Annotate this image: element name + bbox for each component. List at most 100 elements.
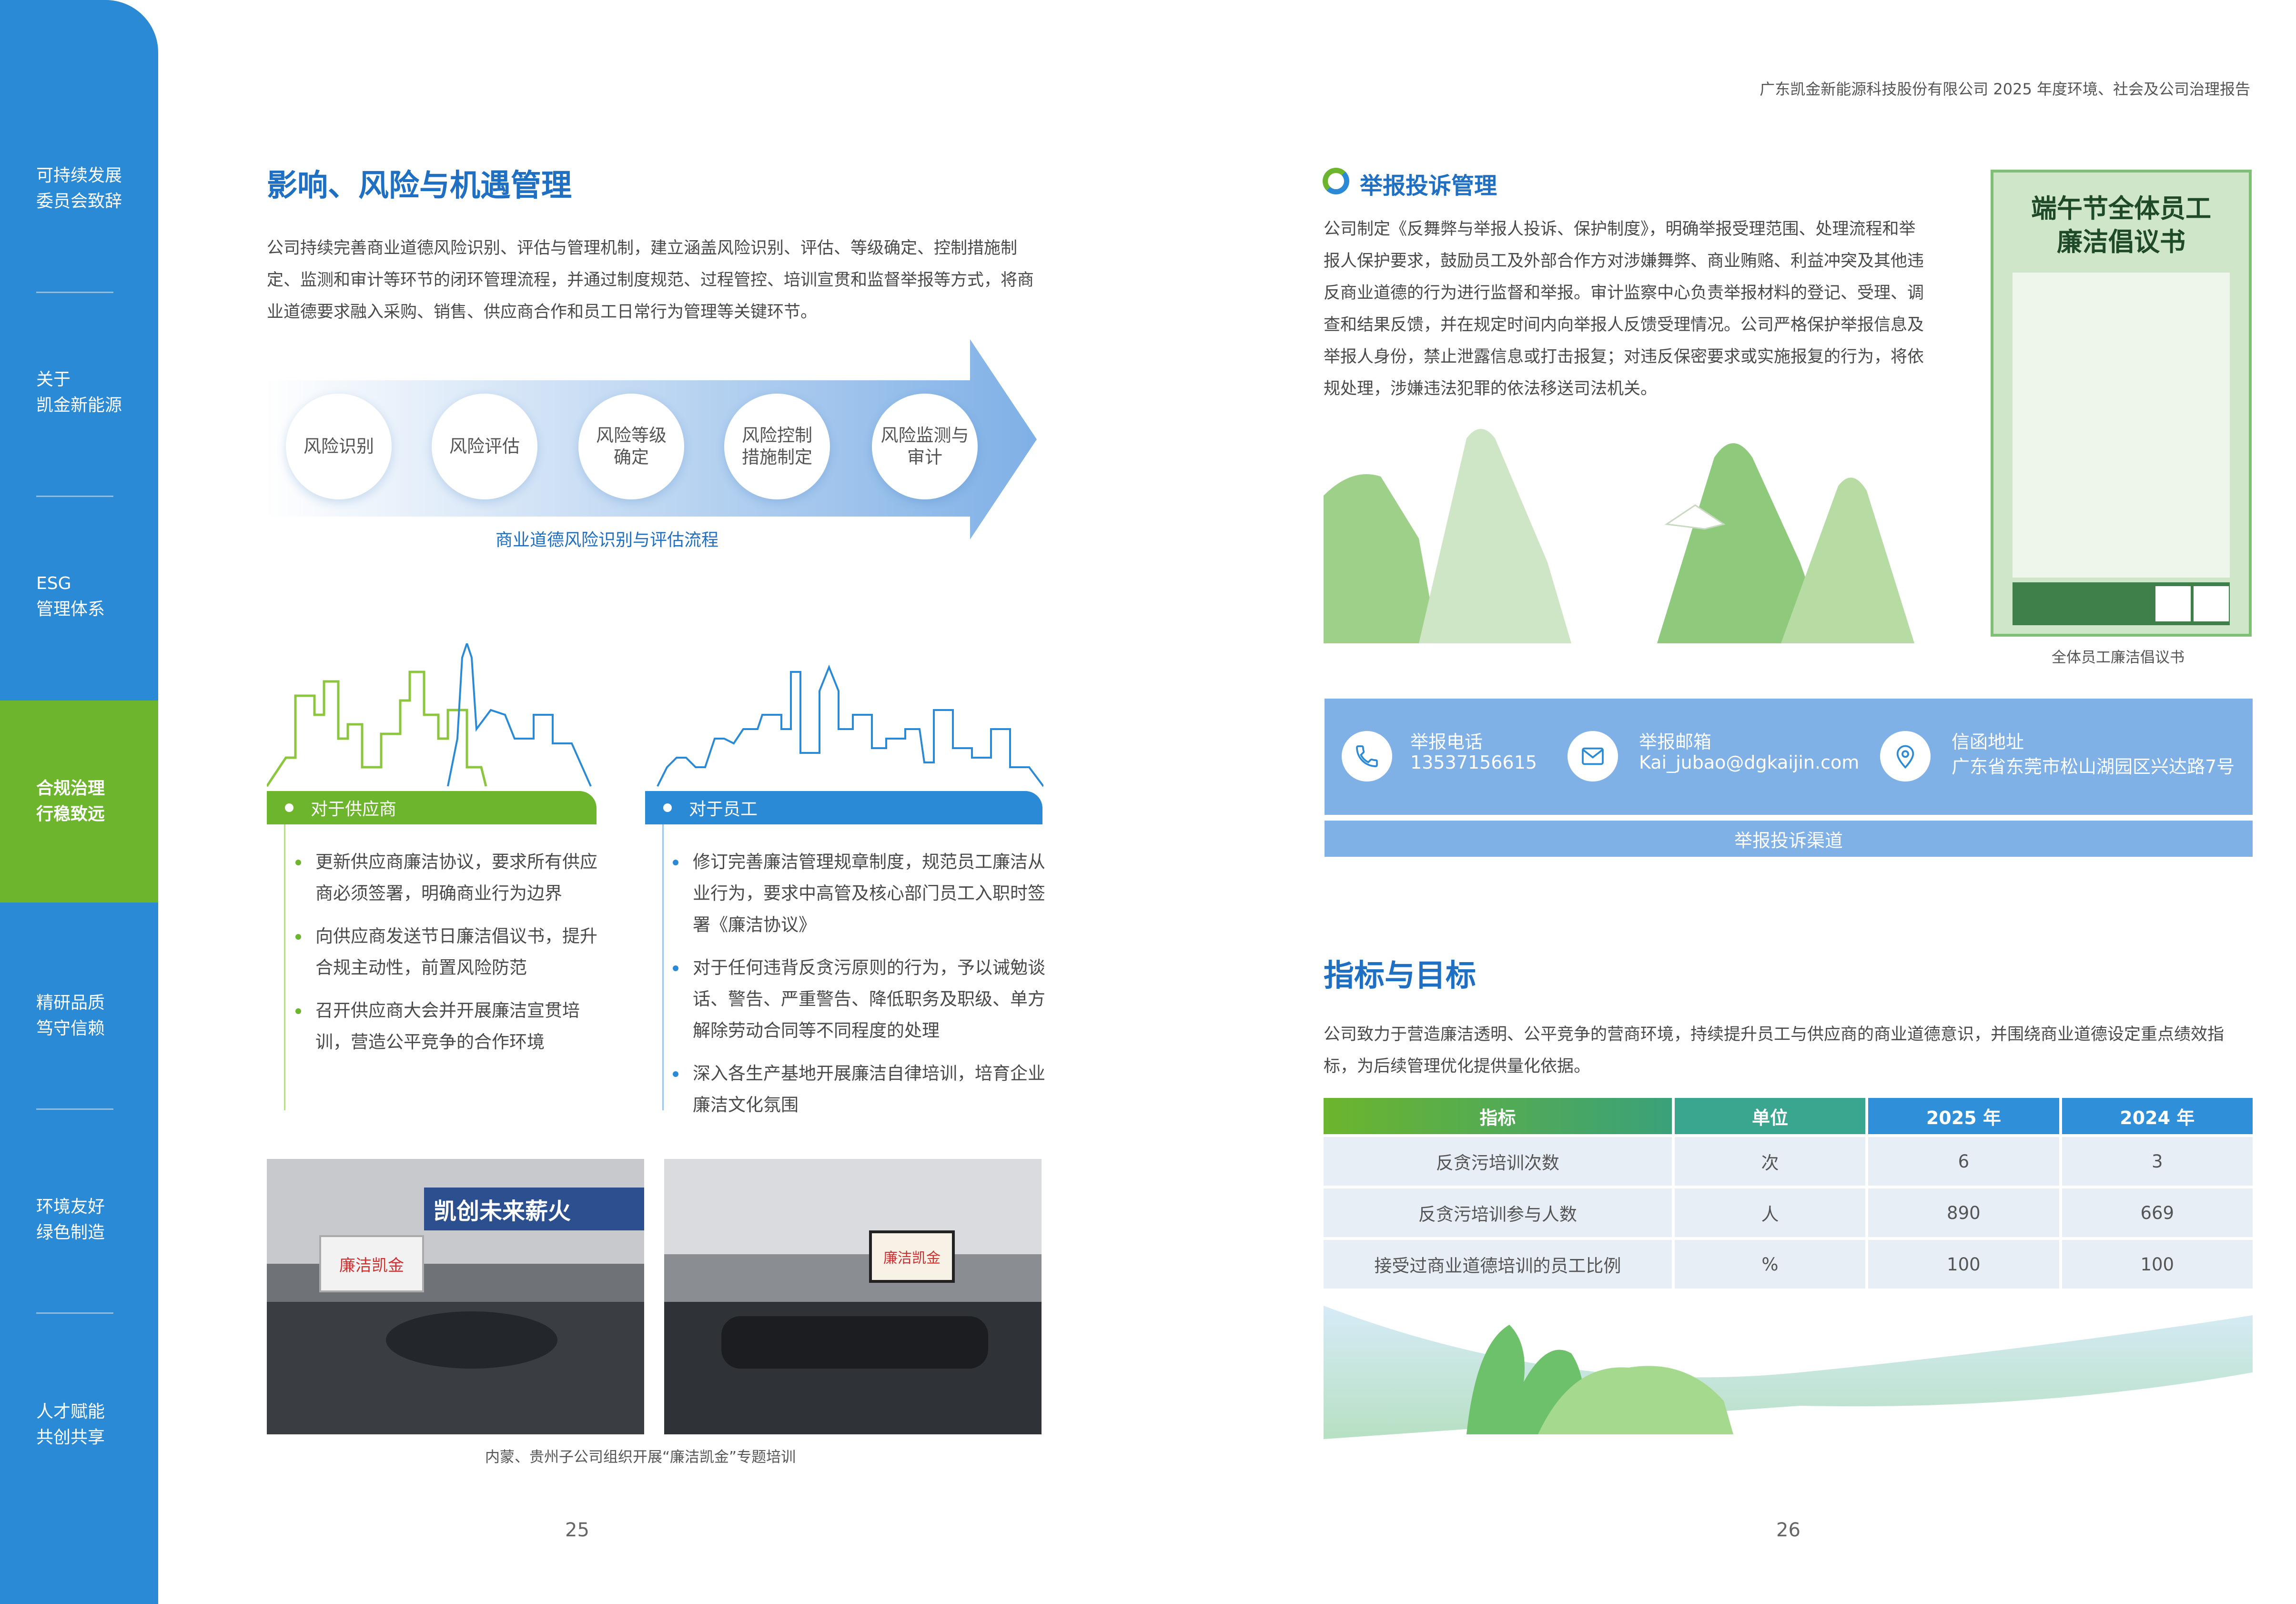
bullet-dot — [285, 803, 293, 812]
photo-screen: 廉洁凯金 — [869, 1230, 955, 1283]
photo-screen: 廉洁凯金 — [319, 1235, 424, 1292]
supplier-item: 更新供应商廉洁协议，要求所有供应商必须签署，明确商业行为边界 — [295, 846, 610, 909]
tab-label: 对于员工 — [689, 800, 758, 819]
sidebar-item-label: 关于 — [36, 370, 71, 389]
table-cell: % — [1674, 1240, 1866, 1289]
city-skyline-illustration — [267, 643, 1043, 787]
sidebar-item-label: 人才赋能 — [36, 1402, 105, 1421]
intro-paragraph: 公司持续完善商业道德风险识别、评估与管理机制，建立涵盖风险识别、评估、等级确定、… — [267, 239, 1034, 322]
supplier-item: 召开供应商大会并开展廉洁宣贯培训，营造公平竞争的合作环境 — [295, 995, 610, 1058]
sidebar-item-label: 行稳致远 — [36, 804, 105, 824]
table-cell: 3 — [2062, 1137, 2253, 1186]
employee-item: 对于任何违背反贪污原则的行为，予以诫勉谈话、警告、严重警告、降低职务及职级、单方… — [673, 952, 1049, 1046]
sidebar-divider — [36, 1312, 113, 1314]
process-step-risk-level: 风险等级确定 — [578, 394, 684, 499]
column-header: 2025 年 — [1868, 1098, 2059, 1134]
column-header: 2024 年 — [2062, 1098, 2253, 1134]
table-header-row: 指标 单位 2025 年 2024 年 — [1324, 1098, 2253, 1134]
sidebar-item-label: 环境友好 — [36, 1197, 105, 1217]
metrics-intro: 公司致力于营造廉洁透明、公平竞争的营商环境，持续提升员工与供应商的商业道德意识，… — [1324, 1025, 2225, 1076]
column-header: 指标 — [1324, 1098, 1672, 1134]
table-cell: 反贪污培训参与人数 — [1324, 1188, 1672, 1237]
supplier-item: 向供应商发送节日廉洁倡议书，提升合规主动性，前置风险防范 — [295, 921, 610, 984]
photo-banner: 凯创未来薪火 — [424, 1188, 644, 1230]
contact-value-address: 广东省东莞市松山湖园区兴达路7号 — [1952, 756, 2235, 777]
sidebar-divider — [36, 496, 113, 497]
tab-label: 对于供应商 — [311, 800, 397, 819]
report-header: 广东凯金新能源科技股份有限公司 2025 年度环境、社会及公司治理报告 — [1760, 80, 2250, 98]
sidebar-item-label: 凯金新能源 — [36, 396, 122, 415]
landscape-illustration — [1324, 1306, 2253, 1439]
sidebar-item-compliance[interactable]: 合规治理 行稳致远 — [0, 700, 158, 903]
employee-item: 深入各生产基地开展廉洁自律培训，培育企业廉洁文化氛围 — [673, 1058, 1049, 1121]
process-step-risk-identification: 风险识别 — [286, 394, 392, 499]
sidebar-item-label: 绿色制造 — [36, 1223, 105, 1242]
table-row: 反贪污培训参与人数 人 890 669 — [1324, 1188, 2253, 1237]
tab-supplier: 对于供应商 — [267, 791, 597, 824]
sidebar-item-label: 委员会致辞 — [36, 192, 122, 211]
metrics-table: 指标 单位 2025 年 2024 年 反贪污培训次数 次 6 3 反贪污培训参… — [1321, 1095, 2256, 1291]
table-cell: 接受过商业道德培训的员工比例 — [1324, 1240, 1672, 1289]
sidebar-nav: 可持续发展 委员会致辞 关于 凯金新能源 ESG 管理体系 合规治理 行稳致远 … — [0, 0, 158, 1604]
sidebar-item-label: 共创共享 — [36, 1428, 105, 1447]
sidebar-divider — [36, 292, 113, 293]
contact-value-phone: 13537156615 — [1410, 752, 1537, 773]
phone-icon — [1342, 731, 1392, 782]
photo-caption: 内蒙、贵州子公司组织开展“廉洁凯金”专题培训 — [485, 1449, 796, 1466]
contact-label: 举报邮箱 — [1639, 731, 1712, 752]
process-caption: 商业道德风险识别与评估流程 — [496, 530, 719, 550]
table-cell: 反贪污培训次数 — [1324, 1137, 1672, 1186]
report-paragraph: 公司制定《反舞弊与举报人投诉、保护制度》，明确举报受理范围、处理流程和举报人保护… — [1324, 220, 1924, 398]
timeline-line — [284, 824, 285, 1110]
poster-title: 廉洁倡议书 — [2057, 226, 2185, 257]
table-cell: 次 — [1674, 1137, 1866, 1186]
sidebar-item-about[interactable]: 关于 凯金新能源 — [0, 292, 158, 494]
mountain-illustration — [1324, 429, 1914, 643]
table-cell: 人 — [1674, 1188, 1866, 1237]
sidebar-item-esg[interactable]: ESG 管理体系 — [0, 496, 158, 698]
contact-label: 信函地址 — [1952, 731, 2024, 752]
integrity-initiative-poster: 端午节全体员工 廉洁倡议书 — [1991, 170, 2252, 637]
table-row: 反贪污培训次数 次 6 3 — [1324, 1137, 2253, 1186]
training-photo-1: 凯创未来薪火 廉洁凯金 — [267, 1159, 644, 1434]
bullet-dot — [663, 803, 672, 812]
sidebar-item-chairman-statement[interactable]: 可持续发展 委员会致辞 — [0, 88, 158, 290]
sidebar-item-label: 合规治理 — [36, 779, 105, 798]
poster-caption: 全体员工廉洁倡议书 — [2052, 649, 2185, 666]
section-title-report-management: 举报投诉管理 — [1360, 173, 1497, 199]
contact-label: 举报电话 — [1410, 731, 1483, 752]
training-photo-2: 廉洁凯金 — [664, 1159, 1042, 1434]
section-title-impact-risk: 影响、风险与机遇管理 — [267, 168, 572, 203]
mail-icon — [1568, 731, 1618, 782]
table-cell: 890 — [1868, 1188, 2059, 1237]
contact-channel-title: 举报投诉渠道 — [1325, 821, 2253, 857]
section-ring-icon — [1323, 168, 1349, 194]
contact-value-email: Kai_jubao@dgkaijin.com — [1639, 752, 1860, 773]
tab-employee: 对于员工 — [645, 791, 1042, 824]
table-row: 接受过商业道德培训的员工比例 % 100 100 — [1324, 1240, 2253, 1289]
sidebar-item-label: 精研品质 — [36, 993, 105, 1013]
column-header: 单位 — [1674, 1098, 1866, 1134]
sidebar-item-label: 管理体系 — [36, 599, 105, 619]
location-pin-icon — [1880, 731, 1931, 782]
sidebar-item-quality[interactable]: 精研品质 笃守信赖 — [0, 915, 158, 1117]
employee-item: 修订完善廉洁管理规章制度，规范员工廉洁从业行为，要求中高管及核心部门员工入职时签… — [673, 846, 1049, 941]
sidebar-item-environment[interactable]: 环境友好 绿色制造 — [0, 1119, 158, 1321]
table-cell: 100 — [2062, 1240, 2253, 1289]
sidebar-item-talent[interactable]: 人才赋能 共创共享 — [0, 1324, 158, 1526]
poster-title: 端午节全体员工 — [2031, 193, 2211, 223]
table-cell: 6 — [1868, 1137, 2059, 1186]
timeline-line — [662, 824, 664, 1110]
table-cell: 669 — [2062, 1188, 2253, 1237]
sidebar-item-label: 笃守信赖 — [36, 1019, 105, 1038]
page-number: 26 — [1776, 1519, 1800, 1541]
sidebar-item-label: 可持续发展 — [36, 166, 122, 185]
sidebar-divider — [36, 1108, 113, 1110]
section-title-metrics: 指标与目标 — [1324, 958, 1476, 994]
sidebar-item-label: ESG — [36, 574, 71, 593]
page-number: 25 — [565, 1519, 589, 1541]
process-step-risk-monitoring: 风险监测与审计 — [872, 394, 978, 499]
table-cell: 100 — [1868, 1240, 2059, 1289]
process-step-risk-assessment: 风险评估 — [432, 394, 537, 499]
contact-bar: 举报电话 13537156615 举报邮箱 Kai_jubao@dgkaijin… — [1325, 699, 2253, 815]
